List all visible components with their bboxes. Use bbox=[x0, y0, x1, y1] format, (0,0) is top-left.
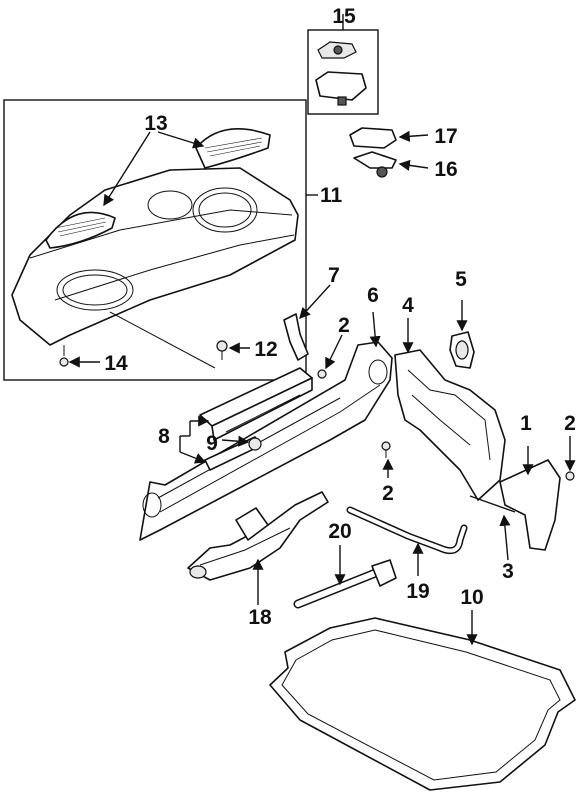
bracket-17 bbox=[349, 127, 429, 149]
jack-18 bbox=[187, 491, 329, 605]
callout-2-upper: 2 bbox=[338, 314, 350, 337]
callout-7: 7 bbox=[328, 264, 340, 287]
callout-2-lower: 2 bbox=[382, 482, 394, 505]
callout-14: 14 bbox=[104, 352, 128, 375]
callout-18: 18 bbox=[248, 606, 272, 629]
trim-panel-1 bbox=[499, 446, 561, 551]
bracket-7 bbox=[283, 284, 331, 361]
callout-16: 16 bbox=[434, 158, 457, 181]
jack-handle-19 bbox=[346, 506, 468, 576]
sill-plate-8 bbox=[179, 367, 313, 471]
callout-9: 9 bbox=[206, 432, 218, 455]
retainer-16 bbox=[353, 151, 429, 178]
callout-2-right: 2 bbox=[564, 412, 576, 435]
bracket-5 bbox=[449, 300, 475, 369]
callout-11: 11 bbox=[320, 184, 343, 207]
callout-5: 5 bbox=[455, 268, 467, 291]
trunk-mat-10 bbox=[269, 610, 576, 791]
lug-wrench-20 bbox=[293, 545, 397, 609]
callout-13: 13 bbox=[144, 112, 167, 135]
callout-19: 19 bbox=[406, 580, 429, 603]
callout-15: 15 bbox=[332, 5, 356, 28]
callout-12: 12 bbox=[254, 338, 277, 361]
callout-3: 3 bbox=[502, 560, 514, 583]
callout-20: 20 bbox=[328, 520, 351, 543]
clip-2-upper bbox=[317, 334, 343, 379]
package-tray-detail-box bbox=[3, 99, 318, 381]
fastener-detail-box bbox=[307, 14, 379, 115]
trunk-side-liner-4 bbox=[394, 318, 506, 501]
clip-12 bbox=[109, 311, 250, 369]
rod-3 bbox=[469, 495, 516, 561]
callout-8: 8 bbox=[158, 425, 170, 448]
callout-17: 17 bbox=[434, 125, 457, 148]
callout-1: 1 bbox=[520, 412, 532, 435]
callout-4: 4 bbox=[402, 294, 414, 317]
clip-2-lower bbox=[381, 441, 394, 478]
callout-6: 6 bbox=[367, 284, 379, 307]
callout-10: 10 bbox=[460, 586, 483, 609]
clip-2-right bbox=[564, 436, 576, 481]
